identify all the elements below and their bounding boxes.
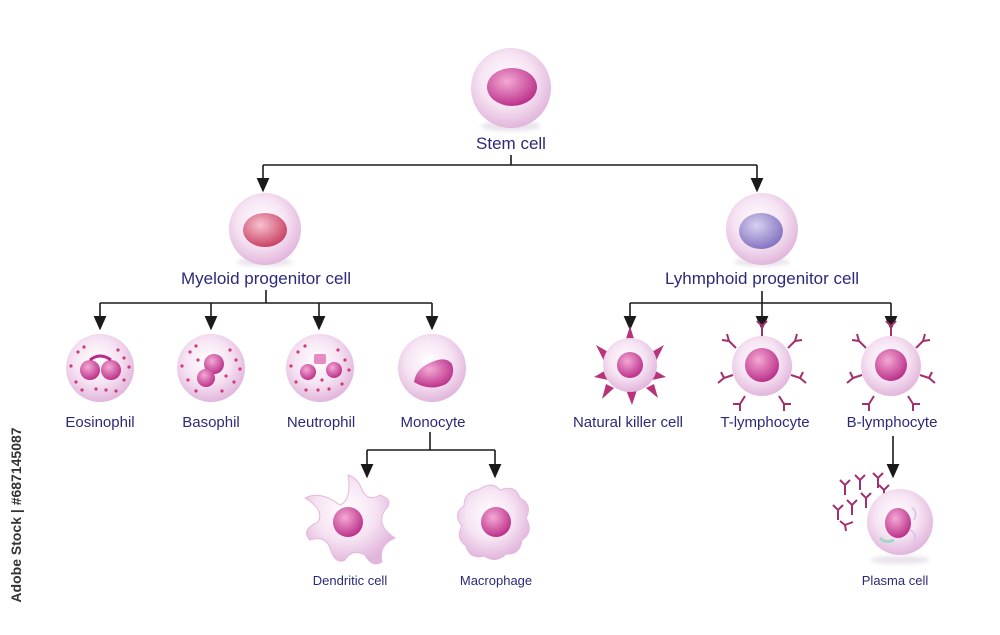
plasma-cell-label: Plasma cell bbox=[861, 573, 929, 588]
monocyte-label: Monocyte bbox=[400, 414, 466, 431]
dendritic-cell-icon bbox=[303, 474, 397, 565]
natural-killer-cell-icon bbox=[594, 326, 666, 405]
neutrophil-icon bbox=[286, 334, 354, 402]
monocyte-icon bbox=[398, 334, 466, 402]
plasma-cell-icon bbox=[867, 489, 933, 564]
lymphoid-progenitor-icon bbox=[726, 193, 798, 266]
macrophage-label: Macrophage bbox=[459, 573, 533, 588]
b-lymphocyte-label: B-lymphocyte bbox=[846, 414, 938, 431]
myeloid-progenitor-label: Myeloid progenitor cell bbox=[180, 269, 352, 288]
eosinophil-icon bbox=[66, 334, 134, 402]
basophil-icon bbox=[177, 334, 245, 402]
myeloid-progenitor-icon bbox=[229, 193, 301, 266]
natural-killer-cell-label: Natural killer cell bbox=[572, 414, 684, 431]
dendritic-cell-label: Dendritic cell bbox=[312, 573, 388, 588]
connectors bbox=[93, 155, 900, 479]
lymphoid-progenitor-label: Lyhmphoid progenitor cell bbox=[664, 269, 860, 288]
stem-cell-icon bbox=[471, 48, 551, 131]
stock-watermark: Adobe Stock | #687145087 bbox=[4, 400, 28, 630]
t-lymphocyte-label: T-lymphocyte bbox=[720, 414, 810, 431]
watermark-text: Adobe Stock | #687145087 bbox=[8, 427, 24, 603]
b-lymphocyte-body bbox=[861, 336, 921, 396]
macrophage-icon bbox=[457, 484, 530, 560]
t-lymphocyte-body bbox=[732, 336, 792, 396]
b-lymphocyte-icon bbox=[846, 320, 936, 411]
antibodies-icon bbox=[832, 472, 890, 532]
basophil-label: Basophil bbox=[182, 414, 240, 431]
neutrophil-label: Neutrophil bbox=[286, 414, 356, 431]
t-lymphocyte-icon bbox=[717, 320, 807, 411]
stem-cell-label: Stem cell bbox=[476, 134, 546, 153]
eosinophil-label: Eosinophil bbox=[65, 414, 135, 431]
